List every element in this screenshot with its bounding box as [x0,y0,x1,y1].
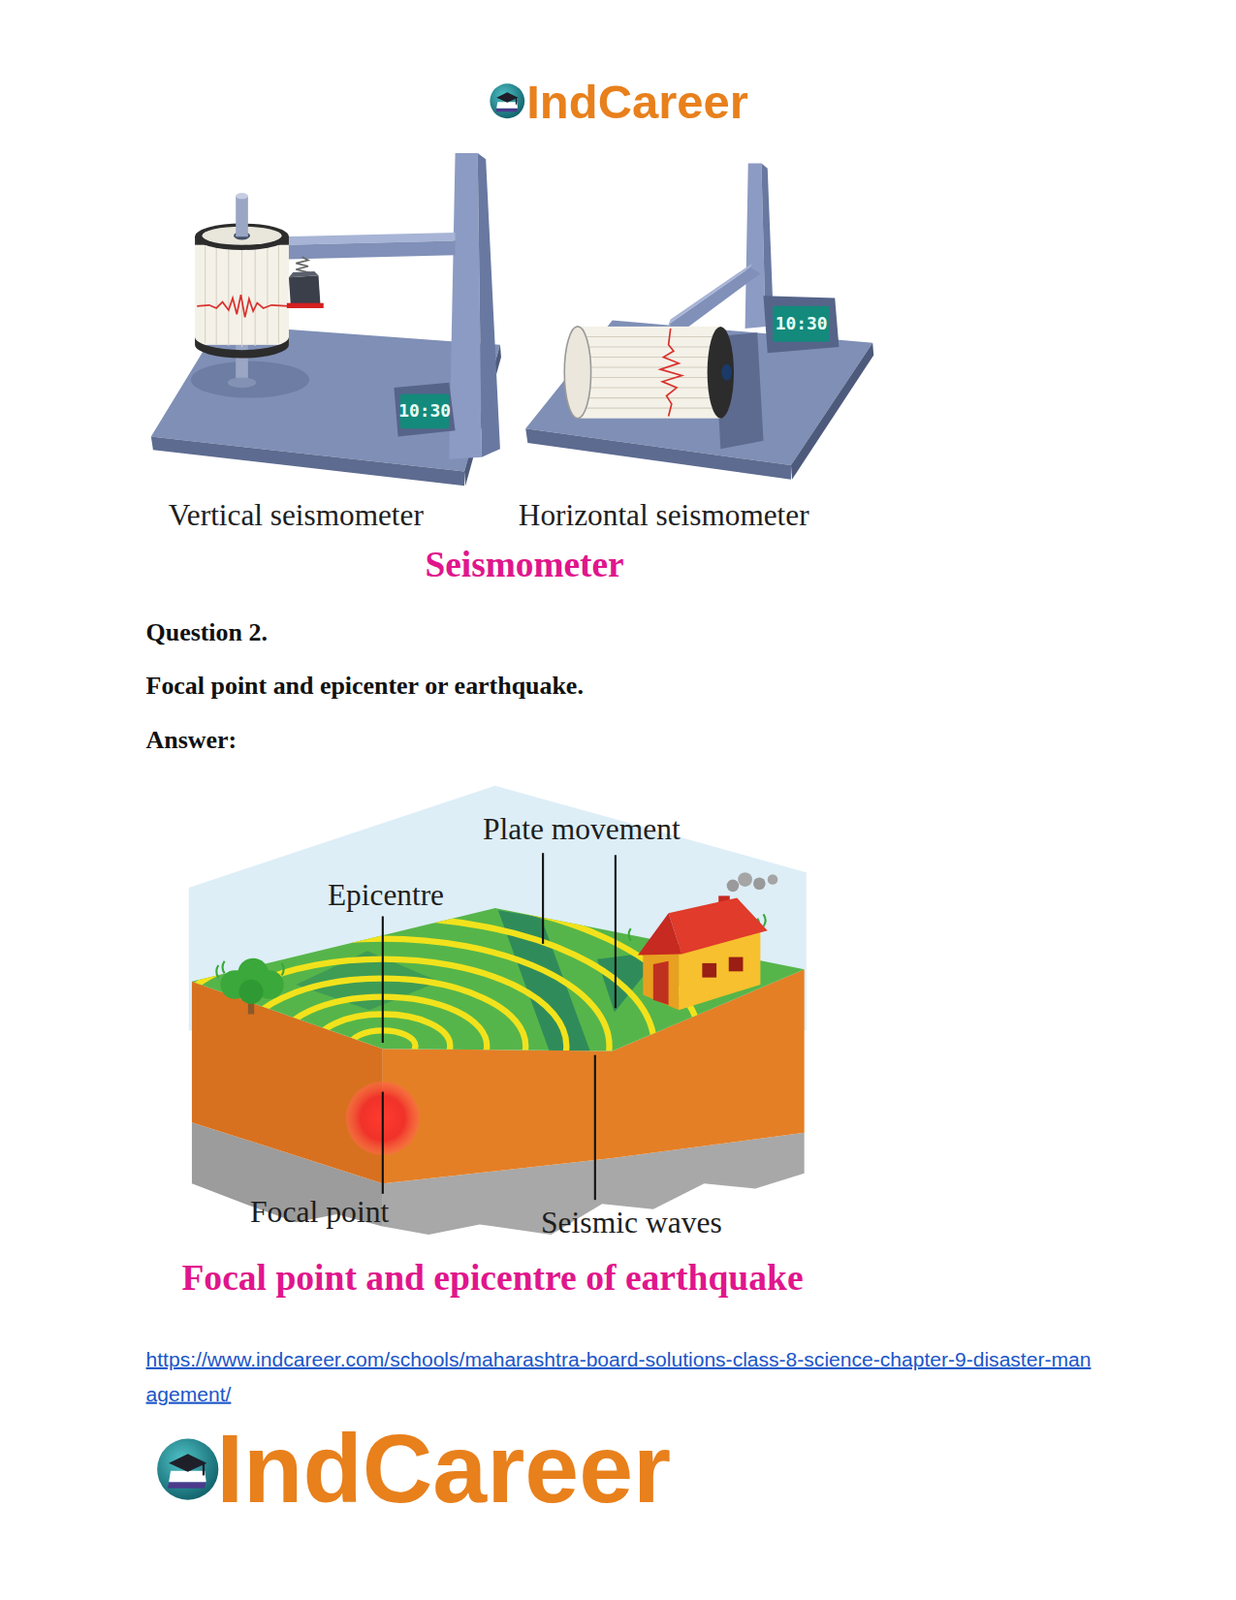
vertical-seismometer-part [286,303,324,309]
horizontal-seismometer-part [564,326,591,419]
vertical-seismometer-part [194,336,289,358]
vertical-seismometer-part [227,378,256,389]
earthquake-block-part [737,872,753,888]
logo-icon-part [489,83,525,119]
earthquake-block-part [238,980,263,1005]
part-label: Focal point [250,1194,389,1230]
vertical-seismometer-part [393,382,455,438]
leader-line-part [541,853,544,945]
vertical-seismometer-part [190,361,310,399]
logo-icon-part [202,1463,205,1477]
logo-icon-part [157,1439,219,1501]
vertical-seismometer-part [235,195,249,237]
earthquake-block-part-part [216,965,219,979]
vertical-seismometer-part [235,192,249,199]
vertical-seismometer [151,153,502,486]
earthquake-block-part [642,947,679,1011]
vertical-seismometer-part [477,153,501,458]
brand-logo: IndCareer [216,1413,671,1526]
part-label: Plate movement [482,812,681,848]
figure-label: Vertical seismometer [168,498,424,534]
logo-icon-part [167,1482,207,1489]
earthquake-block [63,786,806,1236]
vertical-seismometer-part-part [278,245,280,344]
vertical-seismometer-part [151,437,465,487]
earthquake-block-part [701,963,717,979]
leader-line-part [381,916,384,1044]
vertical-seismometer-part [235,342,249,383]
answer-heading: Answer: [146,726,238,756]
earthquake-block-part-part [763,914,766,927]
vertical-seismometer-part [288,271,319,278]
earthquake-block-part-part [629,928,632,942]
earthquake-block-part [728,957,744,973]
vertical-seismometer-part-part [254,248,256,347]
logo-icon-part [496,101,518,109]
horizontal-seismometer-part [668,263,753,325]
logo-icon-part [496,92,518,102]
earthquake-block-part [767,874,779,886]
horizontal-seismometer-part [577,336,721,409]
logo-icon [489,83,525,119]
question-number: Question 2. [146,618,268,648]
horizontal-seismometer-part [763,295,840,353]
vertical-seismometer-part-part [204,245,206,344]
earthquake-block-part-part-part [63,894,701,1198]
clock-display: 10:30 [398,401,451,422]
horizontal-seismometer-part [577,326,721,419]
earthquake-block-part-part [222,961,225,975]
horizontal-seismometer-part-part [577,366,721,368]
horizontal-seismometer-part-part [577,356,721,358]
horizontal-seismometer-part-part [577,377,721,379]
horizontal-seismometer-part [660,328,682,417]
leader-line-part [594,1055,597,1202]
vertical-seismometer-part [448,153,482,460]
horizontal-seismometer-part [791,343,874,480]
horizontal-seismometer-part-part [577,408,721,410]
earthquake-block-part [653,961,669,1006]
earthquake-block-part-part [282,963,285,977]
horizontal-seismometer-part-part [577,387,721,389]
logo-icon-part [495,108,518,113]
vertical-seismometer-part-part [216,247,218,346]
earthquake-block-part [727,880,740,893]
logo-icon [157,1439,219,1501]
part-label: Seismic waves [540,1204,723,1240]
clock-display: 10:30 [775,314,828,335]
horizontal-seismometer-part-part [577,346,721,348]
vertical-seismometer-part-part [266,247,268,346]
logo-icon-part [168,1454,207,1472]
brand-logo: IndCareer [526,74,749,129]
vertical-seismometer-part-part [227,248,229,347]
horizontal-seismometer-part [772,306,830,343]
horizontal-seismometer-part [668,267,761,332]
earthquake-block-part [753,877,766,890]
question-text: Focal point and epicenter or earthquake. [146,671,584,701]
vertical-seismometer-part [285,240,456,259]
leader-line-part [381,1092,384,1195]
vertical-seismometer-part [205,245,280,348]
horizontal-seismometer [525,162,874,479]
earthquake-block-part-part [63,894,701,1198]
vertical-seismometer-part [196,294,289,317]
figure-label: Horizontal seismometer [518,498,810,534]
earthquake-block-part [63,894,701,1198]
figure-caption: Seismometer [425,543,625,586]
horizontal-seismometer-part [721,364,732,381]
horizontal-seismometer-part-part [577,336,721,338]
horizontal-seismometer-part-part [577,397,721,399]
figure-caption: Focal point and epicentre of earthquake [181,1257,803,1300]
earthquake-block-part [637,913,682,955]
horizontal-seismometer-part [707,326,734,419]
earthquake-block-part [668,898,768,955]
logo-icon-part [168,1471,207,1484]
source-link: https://www.indcareer.com/schools/mahara… [146,1341,1101,1412]
logo-icon-part [515,97,517,105]
leader-line-part [614,855,617,1009]
part-label: Epicentre [327,877,444,913]
